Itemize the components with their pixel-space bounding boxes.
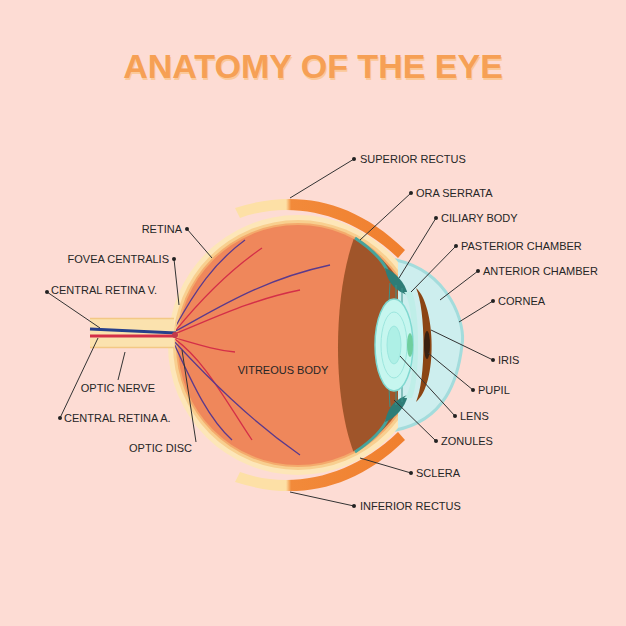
nerve-edge: [90, 318, 174, 320]
part-label: VITREOUS BODY: [238, 364, 328, 377]
zonule-fiber: [402, 288, 403, 304]
zonule-fiber: [402, 386, 403, 402]
leader-dot: [352, 157, 356, 161]
leader-dot: [352, 504, 356, 508]
leader-dot: [409, 191, 413, 195]
leader-line: [394, 400, 436, 441]
part-label: ANTERIOR CHAMBER: [483, 265, 598, 278]
leader-line: [174, 259, 179, 305]
part-label: OPTIC DISC: [129, 442, 192, 455]
artery: [172, 248, 262, 335]
leader-line: [440, 271, 478, 300]
leader-dot: [434, 216, 438, 220]
vein: [172, 339, 232, 440]
part-label: CENTRAL RETINA V.: [51, 284, 157, 297]
leader-dot: [491, 299, 495, 303]
zonule-fiber: [389, 283, 390, 302]
leader-line: [459, 301, 493, 322]
leader-dot: [491, 358, 495, 362]
leader-line: [290, 159, 354, 198]
part-label: OPTIC NERVE: [81, 382, 155, 395]
eyeball: [168, 215, 398, 475]
iris: [416, 288, 432, 402]
leader-lines: [47, 159, 493, 506]
retinal-vessels: [172, 240, 330, 455]
part-label: FOVEA CENTRALIS: [68, 253, 169, 266]
central-vein: [90, 329, 176, 333]
nerve-edge: [90, 347, 174, 349]
pupil: [424, 331, 430, 359]
part-label: RETINA: [142, 223, 182, 236]
part-label: PUPIL: [478, 384, 510, 397]
lens-front: [407, 333, 413, 357]
leader-dot: [409, 471, 413, 475]
part-label: INFERIOR RECTUS: [360, 500, 461, 513]
leader-line: [399, 218, 436, 278]
part-label: CILIARY BODY: [441, 212, 518, 225]
lens-region: [338, 215, 398, 475]
inferior-rectus: [235, 432, 405, 491]
leader-line: [60, 338, 98, 418]
zonule-fiber: [389, 388, 390, 407]
artery: [172, 290, 300, 335]
part-label: CORNEA: [498, 295, 545, 308]
sclera: [168, 215, 398, 475]
ora-serrata: [355, 238, 388, 272]
zonule-fiber: [396, 285, 397, 300]
leader-dot: [471, 388, 475, 392]
diagram-title: ANATOMY OF THE EYE: [0, 46, 626, 86]
lens: [375, 299, 413, 391]
leader-line: [431, 330, 493, 360]
leader-line: [187, 229, 212, 258]
leader-line: [411, 246, 456, 292]
leader-dot: [172, 257, 176, 261]
leader-line: [182, 350, 196, 442]
part-label: IRIS: [498, 354, 519, 367]
leader-line: [428, 353, 473, 390]
leader-line: [290, 492, 354, 506]
leader-dot: [58, 416, 62, 420]
part-label: ORA SERRATA: [416, 187, 493, 200]
leader-line: [360, 193, 411, 240]
optic-disc: [172, 332, 178, 338]
lens-nucleus: [387, 326, 401, 364]
part-label: ZONULES: [441, 435, 493, 448]
central-artery: [90, 335, 176, 338]
leader-dot: [434, 439, 438, 443]
part-label: SUPERIOR RECTUS: [360, 153, 466, 166]
lens-ring: [381, 312, 407, 378]
vein: [172, 265, 330, 333]
leader-line: [47, 292, 100, 328]
part-label: CENTRAL RETINA A.: [64, 412, 171, 425]
leader-dot: [476, 269, 480, 273]
leader-dots: [45, 157, 495, 508]
leader-line: [118, 352, 125, 380]
part-label: LENS: [460, 410, 489, 423]
leader-dot: [454, 244, 458, 248]
leader-dot: [185, 227, 189, 231]
leader-line: [400, 356, 455, 416]
part-label: PASTERIOR CHAMBER: [461, 240, 582, 253]
part-label: SCLERA: [416, 467, 460, 480]
leader-line: [360, 458, 411, 473]
leader-dot: [45, 290, 49, 294]
vein: [172, 339, 300, 455]
leader-dot: [453, 414, 457, 418]
ora-serrata: [355, 418, 388, 452]
